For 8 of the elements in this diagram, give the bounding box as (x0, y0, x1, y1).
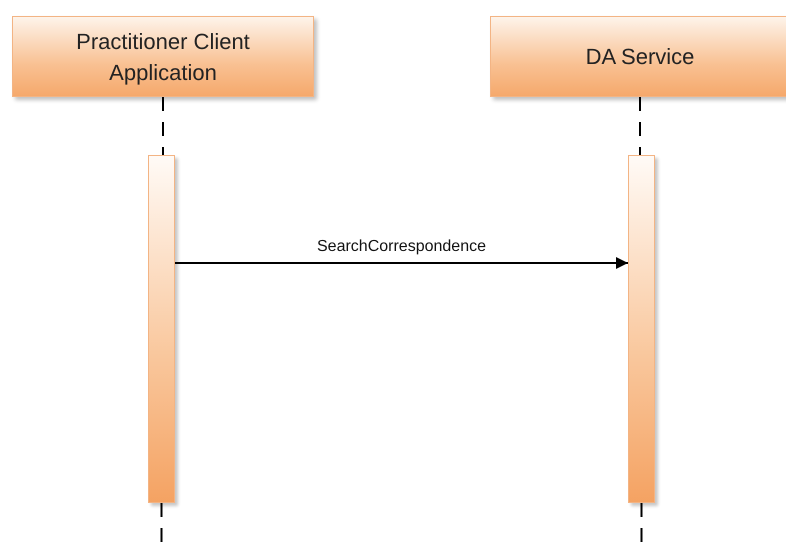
activation-bar (148, 155, 175, 503)
lifeline (639, 97, 641, 155)
participant-box: Practitioner Client Application (12, 16, 314, 97)
participant-box: DA Service (490, 16, 786, 97)
message-arrow (175, 257, 628, 269)
activation-bar (628, 155, 655, 503)
edge-label: SearchCorrespondence (315, 238, 488, 256)
lifeline (162, 97, 164, 155)
